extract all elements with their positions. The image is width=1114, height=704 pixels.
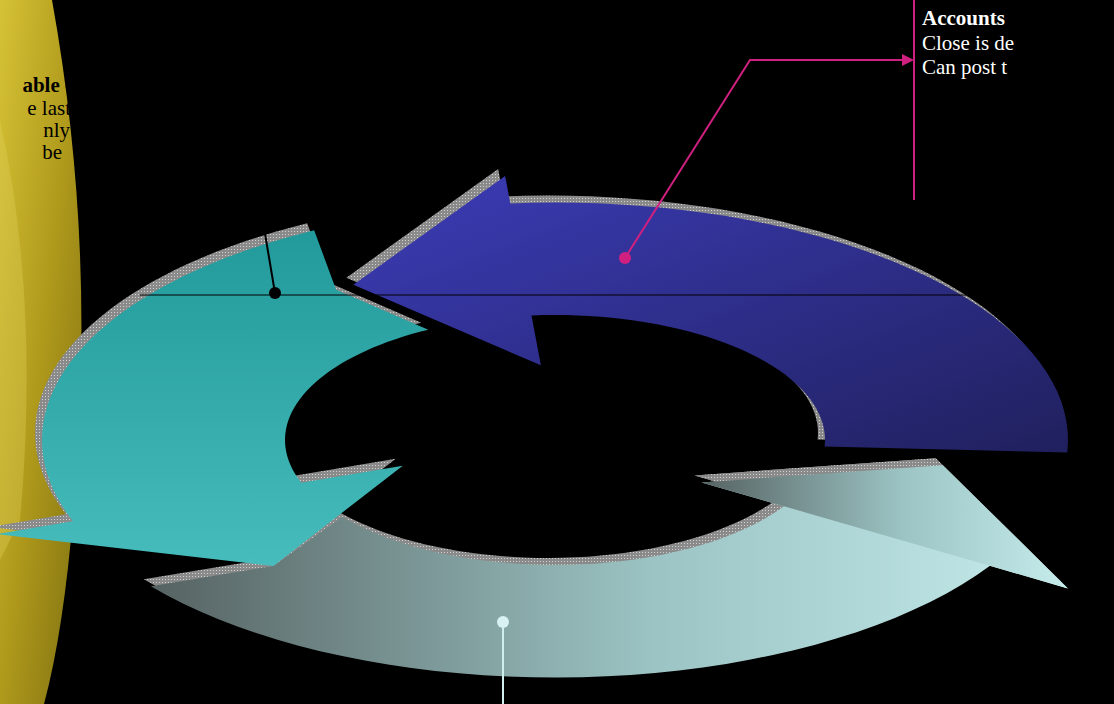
leader-dot xyxy=(619,252,631,264)
guide-line xyxy=(140,295,1000,296)
callout-heading: able - xyxy=(22,73,72,97)
leader-line xyxy=(258,192,275,293)
cycle-arrows xyxy=(0,169,1068,677)
leader-dot xyxy=(497,616,509,628)
callout-text: be xyxy=(42,140,62,164)
callout-bracket xyxy=(913,0,915,200)
side-band-sheen xyxy=(0,120,27,560)
callout-text: Can post t xyxy=(922,55,1007,79)
callout-text: nly xyxy=(43,118,70,142)
callout-heading: Accounts xyxy=(922,6,1005,30)
cycle-arrowhead xyxy=(702,465,1068,588)
callout-text: Close is de xyxy=(922,31,1014,55)
leader-line xyxy=(625,60,904,258)
cycle-arrow xyxy=(353,176,1068,452)
leader-dot xyxy=(269,287,281,299)
leader-line xyxy=(502,622,504,704)
leader-arrowhead xyxy=(902,54,914,66)
callout-text: e last xyxy=(27,96,71,120)
